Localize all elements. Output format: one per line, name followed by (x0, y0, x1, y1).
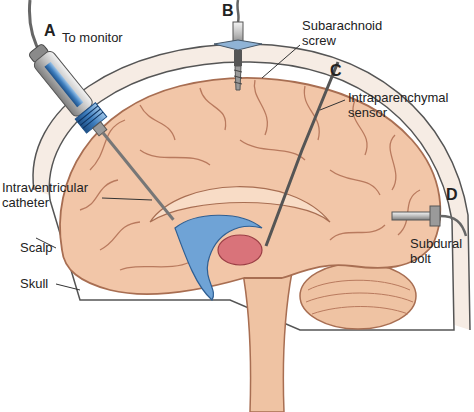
bolt-cable (440, 216, 466, 236)
thalamus (218, 235, 262, 265)
callout-letter: D (446, 186, 466, 204)
part-label: Scalp (20, 240, 80, 255)
callout-letter: C (330, 62, 350, 80)
brainstem (242, 268, 292, 412)
callout-letter: A (44, 22, 64, 40)
callout-letter: B (222, 2, 242, 20)
part-label: Intraparenchymal sensor (348, 90, 460, 120)
corpus-callosum (150, 187, 330, 222)
device-fluid (44, 62, 83, 107)
thread-lines (234, 70, 242, 84)
bolt-head (430, 206, 440, 226)
part-label: Skull (20, 276, 80, 291)
screw-cable (237, 0, 238, 22)
screw-nut (234, 50, 242, 66)
cerebellum-folia (306, 280, 413, 314)
part-label: Subdural bolt (410, 236, 472, 266)
leader-line (262, 45, 300, 78)
part-label: To monitor (62, 30, 152, 45)
cerebellum (300, 263, 416, 329)
part-label: Intraventricular catheter (2, 180, 106, 210)
parenchymal-probe (266, 62, 338, 246)
part-label: Subarachnoid screw (302, 18, 392, 48)
catheter (103, 133, 173, 220)
leader-line (102, 198, 152, 200)
leader-line (56, 284, 80, 290)
device-body (32, 49, 95, 119)
ventricle (175, 215, 262, 300)
leader-line (320, 100, 345, 110)
screw-wings (214, 40, 262, 50)
screw-thread (235, 66, 241, 90)
